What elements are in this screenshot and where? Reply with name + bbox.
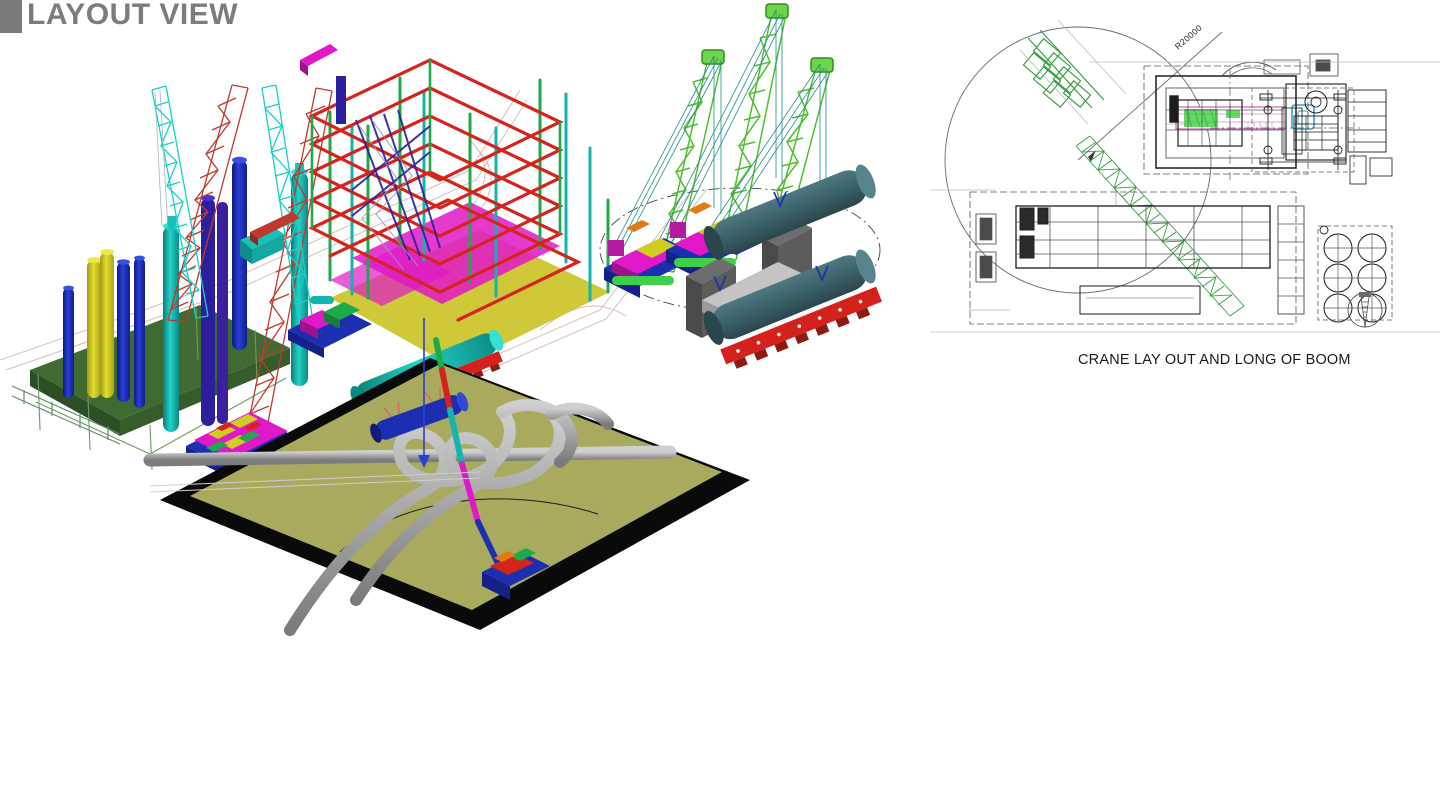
figure-3d-tandem-lift	[590, 0, 890, 370]
figure-3d-plant-layout	[0, 30, 760, 630]
radius-label: R20000	[1173, 22, 1204, 51]
figure-3d-laydown-yard	[143, 300, 770, 640]
steel-structure-frame	[300, 44, 610, 322]
cad-plan-tank-farm	[1317, 225, 1393, 323]
swing-radius-circle	[944, 26, 1212, 294]
cad-frame-lines	[930, 61, 1440, 333]
boom-plan-overlay	[1019, 19, 1245, 317]
skid-equipment-cluster	[288, 296, 372, 358]
cad-plan-right-detail	[1210, 70, 1360, 180]
cad-plan-lower	[969, 191, 1305, 325]
figure-cad-crane-layout: R20000	[930, 10, 1440, 380]
horizontal-vessel-lower	[703, 249, 876, 345]
rigging-slings	[713, 191, 829, 293]
pipe-spool-loops	[284, 399, 614, 636]
blue-skid-vessel	[370, 386, 469, 443]
spmt-transporter	[720, 286, 883, 369]
lattice-booms	[611, 3, 834, 273]
cad-dimension-ticks	[969, 123, 1192, 314]
boom-truck	[240, 212, 300, 264]
title-accent-block	[0, 0, 22, 33]
pad-curb-lines	[149, 471, 481, 493]
boom-elevation-detail	[1175, 104, 1315, 130]
mobile-crane-segmented-boom	[418, 318, 550, 600]
page-title: LAYOUT VIEW	[27, 0, 239, 31]
cad-plan-machinery	[1285, 83, 1393, 185]
swing-radius-arc	[599, 187, 881, 313]
pipe-rack-small	[11, 385, 121, 445]
vertical-vessels	[63, 156, 308, 432]
horizontal-vessel-upper	[703, 164, 876, 260]
crane-carrier	[482, 548, 550, 600]
crawler-crane-left	[151, 84, 249, 323]
cad-figure-caption: CRANE LAY OUT AND LONG OF BOOM	[1078, 352, 1351, 368]
radius-dimension: R20000	[1077, 22, 1223, 162]
ground-slab	[330, 230, 610, 368]
cad-plan-upper	[1143, 53, 1339, 175]
pipe-spools	[143, 445, 677, 467]
pad-surface-olive	[190, 364, 722, 610]
tower-elevation-symbol	[1347, 292, 1383, 328]
